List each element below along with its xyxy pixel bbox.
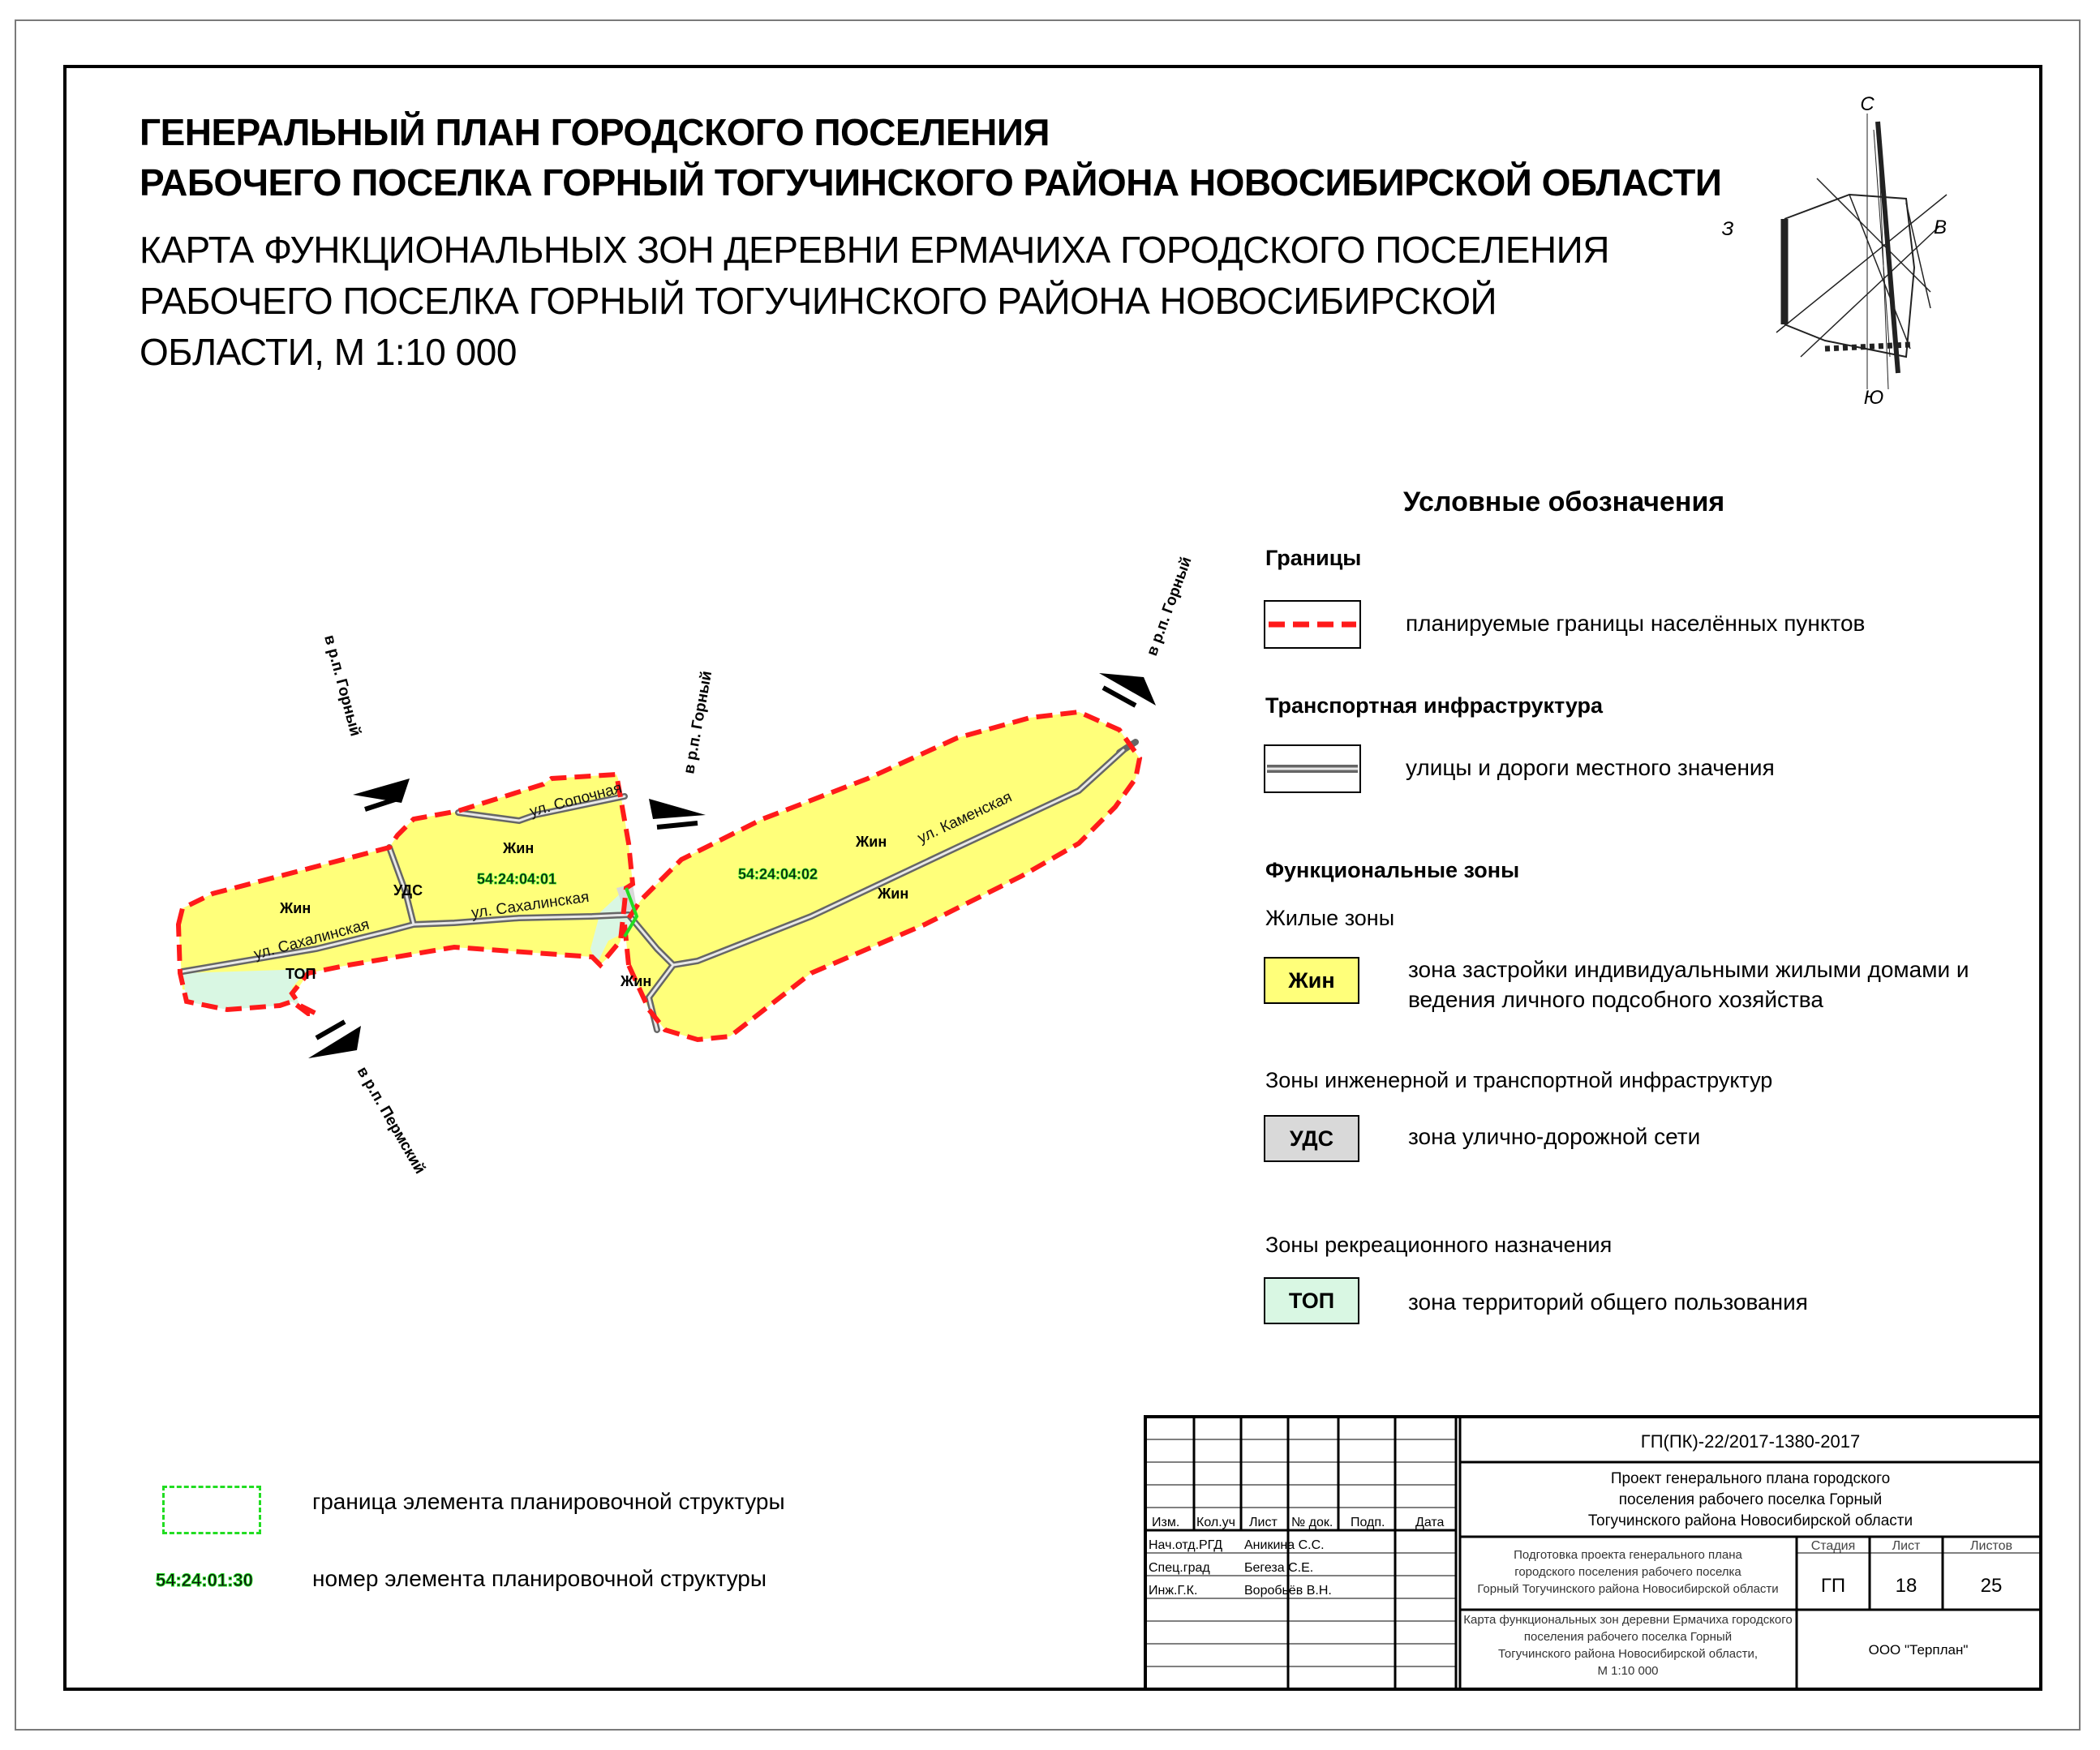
compass-rose: С Ю З В [1722, 93, 1948, 409]
plan-element-boundary-segment [623, 887, 639, 938]
stamp-header-data: Дата [1415, 1516, 1445, 1529]
title-line-2: РАБОЧЕГО ПОСЕЛКА ГОРНЫЙ ТОГУЧИНСКОГО РАЙ… [140, 161, 1722, 204]
stamp-org: ООО "Терплан" [1869, 1642, 1969, 1658]
stamp-stage: ГП [1821, 1575, 1845, 1597]
legend-zones-title: Функциональные зоны [1265, 858, 1520, 882]
direction-s-label: в р.п. Пермский [354, 1064, 429, 1177]
zone-label-zhin-3: Жин [855, 834, 887, 850]
compass-west: З [1722, 218, 1734, 240]
zone-label-zhin-1: Жин [279, 900, 311, 916]
stamp-work-1: Подготовка проекта генерального плана [1514, 1548, 1742, 1562]
block-number-1: 54:24:04:01 [477, 871, 556, 887]
stamp-project-3: Тогучинского района Новосибирской област… [1588, 1512, 1913, 1529]
stamp-work-3: Горный Тогучинского района Новосибирской… [1477, 1582, 1778, 1596]
stamp-work-2: городского поселения рабочего поселка [1514, 1565, 1741, 1579]
stamp-sheets-label: Листов [1970, 1539, 2012, 1553]
subtitle-line-3: ОБЛАСТИ, М 1:10 000 [140, 331, 517, 373]
stamp-name-3: Воробьёв В.Н. [1244, 1584, 1332, 1598]
legend-uds-swatch: УДС [1264, 1115, 1359, 1162]
legend-top-swatch: ТОП [1264, 1277, 1359, 1324]
stamp-stage-label: Стадия [1811, 1539, 1856, 1553]
legend-uds-desc: зона улично-дорожной сети [1408, 1124, 1701, 1149]
stamp-role-2: Спец.град [1149, 1561, 1210, 1575]
outer-frame [15, 19, 2081, 1731]
legend-residential-group: Жилые зоны [1265, 906, 1395, 930]
stamp-role-1: Нач.отд.РГД [1149, 1538, 1222, 1552]
stamp-header-kol: Кол.уч [1196, 1516, 1235, 1529]
compass-south: Ю [1864, 387, 1884, 409]
stamp-header-izm: Изм. [1152, 1516, 1179, 1529]
svg-text:54:24:01:30: 54:24:01:30 [156, 1570, 253, 1590]
legend-boundaries-title: Границы [1265, 546, 1362, 570]
stamp-header-ndoc: № док. [1291, 1516, 1333, 1529]
stamp-project-1: Проект генерального плана городского [1611, 1470, 1890, 1487]
legend-road-text: улицы и дороги местного значения [1406, 755, 1775, 780]
stamp-sheet-label: Лист [1892, 1539, 1921, 1553]
legend-transport-title: Транспортная инфраструктура [1265, 693, 1604, 718]
legend-zhin-desc-2: ведения личного подсобного хозяйства [1408, 987, 1823, 1012]
direction-ne-label: в р.п. Горный [1144, 555, 1196, 658]
stamp-sheets: 25 [1981, 1575, 2003, 1597]
zone-label-zhin-4: Жин [877, 886, 908, 902]
stamp-role-3: Инж.Г.К. [1149, 1584, 1197, 1598]
legend-rec-group: Зоны рекреационного назначения [1265, 1233, 1613, 1257]
title-stamp: Изм. Кол.уч Лист № док. Подп. Дата Нач.о… [1144, 1415, 2042, 1691]
block-number-2: 54:24:04:02 [738, 866, 818, 882]
legend-infra-group: Зоны инженерной и транспортной инфрастру… [1265, 1068, 1773, 1092]
stamp-header-list: Лист [1249, 1516, 1278, 1529]
direction-nw-label: в р.п. Горный [320, 633, 363, 738]
zone-label-zhin-5: Жин [620, 973, 651, 989]
stamp-project-2: поселения рабочего поселка Горный [1619, 1491, 1882, 1508]
legend-heading: Условные обозначения [1403, 487, 1725, 517]
legend-zhin-desc-1: зона застройки индивидуальными жилыми до… [1408, 957, 1969, 982]
legend-road-swatch [1264, 744, 1361, 793]
stamp-name-2: Бегеза С.Е. [1244, 1561, 1313, 1575]
stamp-code: ГП(ПК)-22/2017-1380-2017 [1641, 1431, 1860, 1452]
compass-north: С [1860, 93, 1875, 115]
compass-east: В [1934, 217, 1947, 238]
direction-n-label: в р.п. Горный [681, 670, 715, 775]
boundary-east [621, 709, 1143, 1043]
drawing-frame [63, 65, 2042, 1691]
stamp-sheet: 18 [1896, 1575, 1917, 1597]
stamp-name-1: Аникина С.С. [1244, 1538, 1325, 1552]
legend-plan-boundary-text: граница элемента планировочной структуры [312, 1489, 785, 1514]
title-line-1: ГЕНЕРАЛЬНЫЙ ПЛАН ГОРОДСКОГО ПОСЕЛЕНИЯ [140, 111, 1050, 153]
stamp-sheet-1: Карта функциональных зон деревни Ермачих… [1463, 1613, 1793, 1627]
boundary-west [175, 771, 636, 1016]
legend-plan-boundary-swatch [162, 1486, 261, 1534]
zone-residential-east [625, 712, 1140, 1040]
legend-boundary-swatch [1264, 600, 1361, 649]
arrow-s [308, 1019, 361, 1058]
legend-zhin-swatch: Жин [1264, 957, 1359, 1004]
arrow-nw [353, 778, 410, 812]
zone-label-uds: УДС [393, 882, 423, 899]
zone-label-zhin-2: Жин [502, 840, 534, 856]
legend-plan-number-text: номер элемента планировочной структуры [312, 1566, 767, 1591]
arrow-n [649, 799, 706, 830]
subtitle-line-1: КАРТА ФУНКЦИОНАЛЬНЫХ ЗОН ДЕРЕВНИ ЕРМАЧИХ… [140, 229, 1609, 271]
legend-top-desc: зона территорий общего пользования [1408, 1289, 1808, 1315]
stamp-sheet-4: М 1:10 000 [1597, 1664, 1658, 1678]
stamp-sheet-2: поселения рабочего поселка Горный [1524, 1630, 1732, 1644]
stamp-header-podp: Подп. [1351, 1516, 1385, 1529]
legend-boundary-text: планируемые границы населённых пунктов [1406, 611, 1866, 636]
stamp-sheet-3: Тогучинского района Новосибирской област… [1498, 1647, 1758, 1661]
direction-arrows [308, 673, 1156, 1058]
zone-label-top: ТОП [286, 966, 316, 982]
subtitle-line-2: РАБОЧЕГО ПОСЕЛКА ГОРНЫЙ ТОГУЧИНСКОГО РАЙ… [140, 280, 1497, 322]
settlement-map: в р.п. Горный в р.п. Горный в р.п. Горны… [175, 555, 1196, 1177]
legend-plan-number-sample: 54:24:01:30 [156, 1570, 254, 1591]
arrow-ne [1099, 673, 1156, 708]
